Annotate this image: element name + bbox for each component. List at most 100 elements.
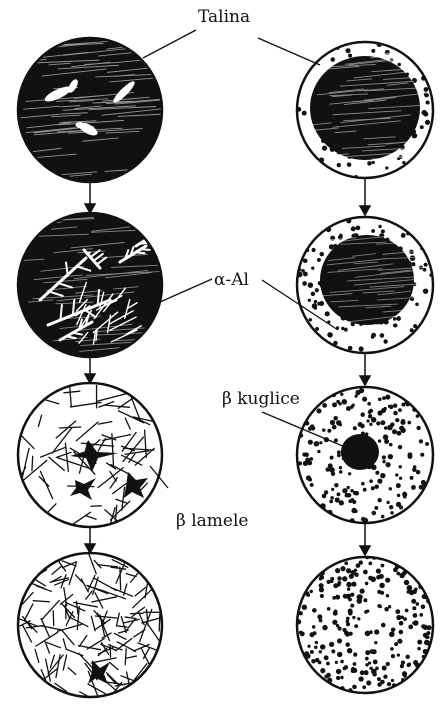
sphere-dot [315,641,318,644]
sphere-dot [416,426,420,430]
sphere-dot [351,582,356,587]
sphere-dot [310,457,314,461]
label-beta-spheres: β kuglice [222,389,300,409]
sphere-dot [390,511,393,514]
sphere-dot [354,510,357,513]
sphere-dot [312,625,316,629]
sphere-dot [399,621,404,626]
sphere-dot [383,339,387,343]
sphere-dot [347,648,352,653]
sphere-dot [375,484,379,488]
sphere-dot [304,453,308,457]
sphere-dot [340,393,343,396]
sphere-dot [320,252,324,256]
sphere-dot [330,456,334,460]
sphere-dot [402,492,407,497]
sphere-dot [386,462,391,467]
sphere-dot [415,302,419,306]
sphere-dot [353,652,357,656]
sphere-dot [397,63,401,67]
sphere-dot [315,288,319,292]
sphere-dot [314,645,317,648]
sphere-dot [350,489,354,493]
right-stage-2-circle [297,217,441,353]
sphere-dot [367,402,371,406]
sphere-dot [314,300,318,304]
dendrite-branch [141,249,150,250]
sphere-dot [320,594,324,598]
sphere-dot [361,517,366,522]
sphere-dot [372,511,377,516]
arrow-left-3-4 [85,527,95,553]
sphere-dot [396,572,400,576]
sphere-dot [359,388,364,393]
sphere-dot [389,487,392,490]
left-stage-3-circle [17,383,162,535]
sphere-dot [335,568,340,573]
sphere-dot [377,498,381,502]
sphere-dot [365,657,369,661]
melt-core [341,434,379,470]
sphere-dot [345,493,349,497]
sphere-dot [340,676,343,679]
sphere-dot [392,429,397,434]
dendrite-branch [149,231,153,238]
sphere-dot [331,649,335,653]
sphere-dot [396,483,401,488]
sphere-dot [412,606,416,610]
sphere-dot [407,421,411,425]
sphere-dot [334,438,338,442]
sphere-dot [354,569,357,572]
sphere-dot [376,575,380,579]
sphere-dot [401,233,406,238]
sphere-dot [365,631,371,637]
sphere-dot [333,583,338,588]
sphere-dot [347,587,350,590]
sphere-dot [400,664,404,668]
sphere-dot [340,660,344,664]
sphere-dot [345,632,350,637]
leader-alpha-left [160,279,212,302]
sphere-dot [310,483,314,487]
sphere-dot [371,49,375,53]
sphere-dot [398,445,402,449]
sphere-dot [342,576,347,581]
sphere-dot [375,471,379,475]
sphere-dot [383,675,387,679]
sphere-dot [320,668,325,673]
sphere-dot [329,500,333,504]
sphere-dot [361,482,365,486]
sphere-dot [351,226,356,231]
sphere-dot [420,453,424,457]
sphere-dot [363,598,367,602]
right-stage-3-circle [297,387,433,524]
sphere-dot [395,418,399,422]
sphere-dot [310,650,314,654]
sphere-dot [388,454,393,459]
sphere-dot [346,568,351,573]
sphere-dot [403,617,407,621]
sphere-dot [420,125,424,129]
sphere-dot [344,561,348,565]
sphere-dot [410,476,414,480]
sphere-dot [348,472,351,475]
lamella [53,611,54,626]
sphere-dot [319,587,324,592]
sphere-dot [366,680,371,685]
sphere-dot [351,498,355,502]
sphere-dot [322,146,327,151]
sphere-dot [380,420,385,425]
sphere-dot [339,466,342,469]
sphere-dot [386,594,389,597]
sphere-dot [367,161,371,165]
sphere-dot [421,110,426,115]
sphere-dot [327,332,333,338]
sphere-dot [311,659,316,664]
sphere-dot [374,506,378,510]
sphere-dot [337,492,341,496]
sphere-dot [350,405,354,409]
sphere-dot [364,610,368,614]
sphere-dot [363,488,367,492]
sphere-dot [322,625,327,630]
sphere-dot [424,263,428,267]
